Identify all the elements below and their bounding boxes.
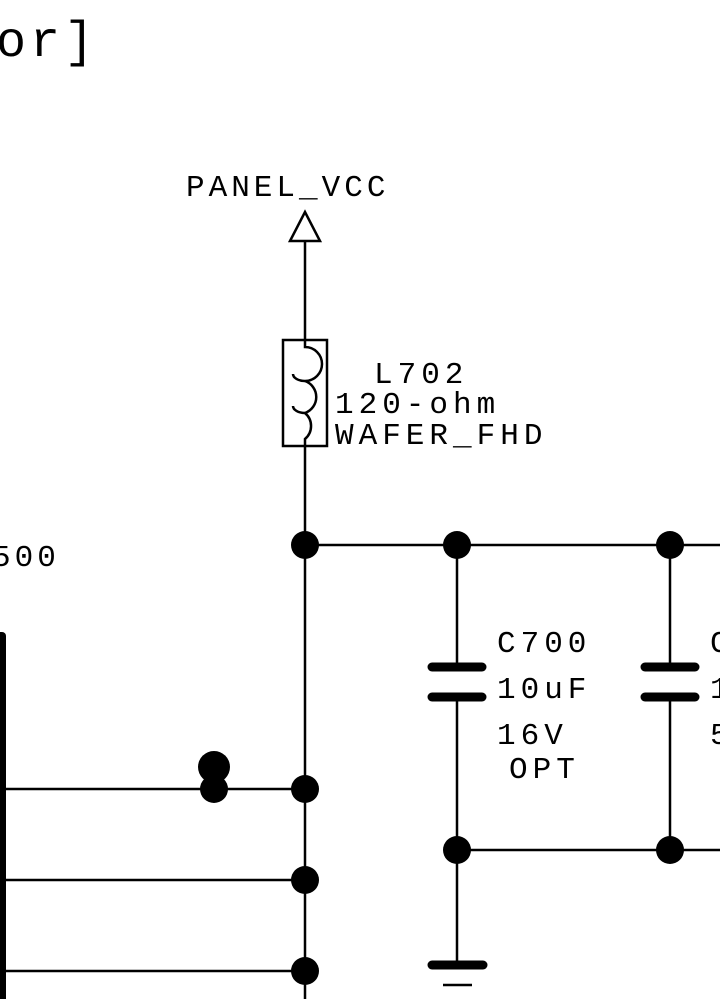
capacitor-2[interactable] bbox=[640, 545, 700, 850]
power-arrow-icon bbox=[287, 209, 323, 243]
power-net-label: PANEL_VCC bbox=[186, 171, 389, 206]
cap-c700-value: 10uF bbox=[497, 673, 591, 708]
junction-dot bbox=[443, 531, 471, 559]
inductor-ref-label: L702 bbox=[374, 358, 468, 393]
inductor-coil-loops bbox=[291, 373, 306, 415]
junction-dot bbox=[291, 775, 319, 803]
ground-icon bbox=[427, 960, 488, 987]
junction-dot bbox=[291, 957, 319, 985]
junction-dot bbox=[200, 775, 228, 803]
sheet-title-fragment: or] bbox=[0, 15, 98, 72]
cap-c700-ref: C700 bbox=[497, 627, 591, 662]
junction-dot bbox=[656, 836, 684, 864]
junction-dot bbox=[291, 531, 319, 559]
connector-ref-label: 500 bbox=[0, 541, 60, 576]
cap-c700-option: OPT bbox=[509, 753, 580, 788]
junction-dot bbox=[291, 866, 319, 894]
cap-2-voltage: 5 bbox=[710, 719, 720, 754]
cap-2-value: 1 bbox=[710, 673, 720, 708]
inductor-coil-icon bbox=[302, 340, 324, 446]
capacitor-c700[interactable] bbox=[427, 545, 487, 963]
junction-dot bbox=[198, 751, 230, 783]
cap-c700-voltage: 16V bbox=[497, 719, 568, 754]
inductor-l702[interactable] bbox=[281, 338, 329, 448]
junction-dot bbox=[443, 836, 471, 864]
inductor-option-label: WAFER_FHD bbox=[335, 419, 547, 454]
inductor-value-label: 120-ohm bbox=[335, 388, 500, 423]
connector-body bbox=[0, 632, 6, 999]
junction-dot bbox=[656, 531, 684, 559]
cap-2-ref: C bbox=[710, 627, 720, 662]
